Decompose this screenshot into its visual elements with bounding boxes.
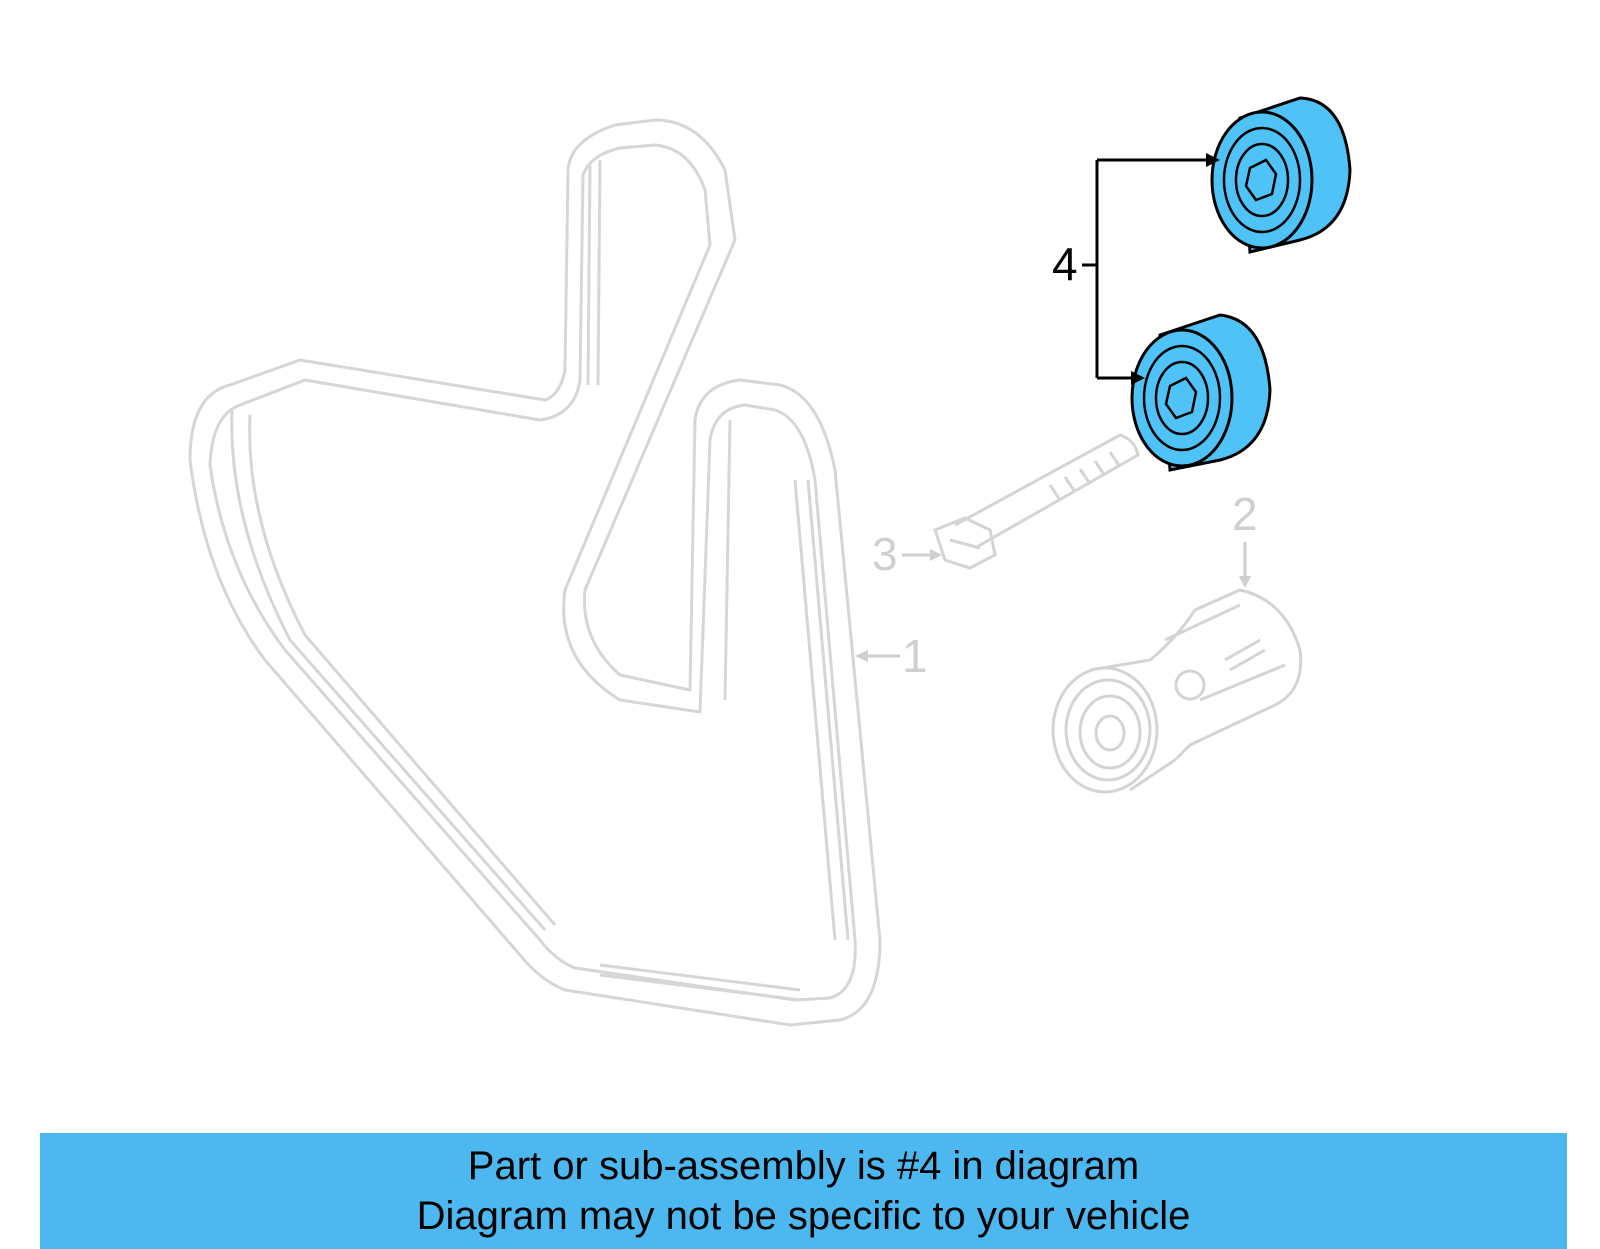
bolt [933, 433, 1140, 570]
callout-1-label: 1 [902, 630, 928, 682]
disclaimer-banner: Part or sub-assembly is #4 in diagram Di… [40, 1133, 1567, 1249]
callout-3: 3 [872, 528, 942, 580]
callout-4: 4 [1052, 153, 1220, 385]
disclaimer-line-2: Diagram may not be specific to your vehi… [416, 1194, 1191, 1238]
disclaimer-line-1: Part or sub-assembly is #4 in diagram [467, 1144, 1140, 1188]
callout-2-label: 2 [1232, 488, 1258, 540]
idler-pulley-upper [1210, 96, 1352, 254]
callout-3-label: 3 [872, 528, 898, 580]
callout-2: 2 [1232, 488, 1258, 588]
callout-4-label: 4 [1052, 238, 1078, 290]
idler-pulley-lower [1130, 313, 1272, 472]
belt-tensioner [1051, 588, 1303, 794]
callout-1: 1 [855, 630, 928, 682]
serpentine-belt [188, 118, 882, 1027]
